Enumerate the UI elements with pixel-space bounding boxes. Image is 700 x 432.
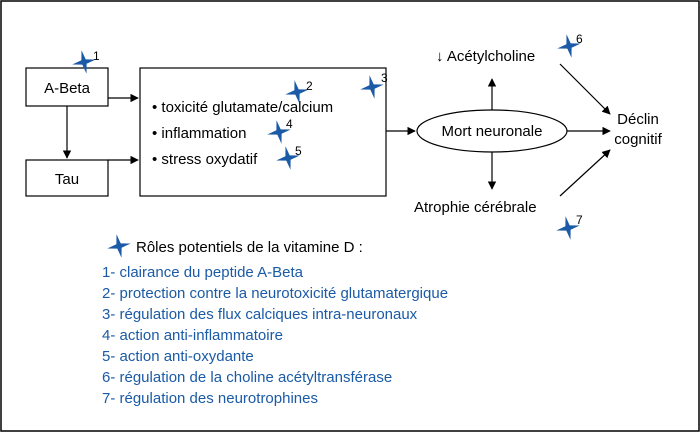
svg-text:2: 2 [306, 79, 313, 93]
mechanism-oxidative-stress: • stress oxydatif [152, 151, 258, 168]
legend-item-3: 3- régulation des flux calciques intra-n… [102, 306, 418, 323]
legend-item-6: 6- régulation de la choline acétyltransf… [102, 369, 392, 386]
star-marker-7-icon: 7 [553, 213, 583, 243]
svg-text:6: 6 [576, 32, 583, 46]
mort-neuronale-label: Mort neuronale [442, 123, 543, 140]
declin-label-line1: Déclin [617, 111, 659, 128]
svg-text:1: 1 [93, 49, 100, 63]
star-marker-3-icon: 3 [357, 71, 388, 102]
abeta-box [25, 67, 109, 107]
legend-title: Rôles potentiels de la vitamine D : [136, 239, 363, 256]
legend-item-7: 7- régulation des neurotrophines [102, 390, 318, 407]
svg-text:3: 3 [381, 71, 388, 85]
atrophie-label: Atrophie cérébrale [414, 199, 537, 216]
legend-item-4: 4- action anti-inflammatoire [102, 327, 283, 344]
legend-item-1: 1- clairance du peptide A-Beta [102, 264, 304, 281]
legend-star-icon [104, 231, 134, 261]
star-marker-5-icon: 5 [273, 143, 303, 173]
abeta-label: A-Beta [44, 80, 91, 97]
arrow-acetylcholine-declin [559, 63, 611, 115]
tau-label: Tau [55, 171, 79, 188]
tau-box [25, 159, 109, 197]
arrow-atrophie-declin [559, 149, 611, 197]
star-marker-6-icon: 6 [554, 31, 584, 61]
svg-text:7: 7 [576, 213, 583, 227]
mechanism-inflammation: • inflammation [152, 125, 246, 142]
svg-text:5: 5 [295, 144, 302, 158]
star-marker-4-icon: 4 [264, 117, 294, 147]
star-marker-2-icon: 2 [282, 77, 313, 107]
star-marker-1-icon: 1 [69, 47, 100, 77]
mechanisms-box [139, 67, 387, 197]
declin-label-line2: cognitif [614, 131, 662, 148]
legend-item-5: 5- action anti-oxydante [102, 348, 254, 365]
svg-text:4: 4 [286, 117, 293, 131]
legend-item-2: 2- protection contre la neurotoxicité gl… [102, 285, 448, 302]
mechanism-glutamate: • toxicité glutamate/calcium [152, 99, 333, 116]
acetylcholine-label: ↓ Acétylcholine [436, 48, 535, 65]
